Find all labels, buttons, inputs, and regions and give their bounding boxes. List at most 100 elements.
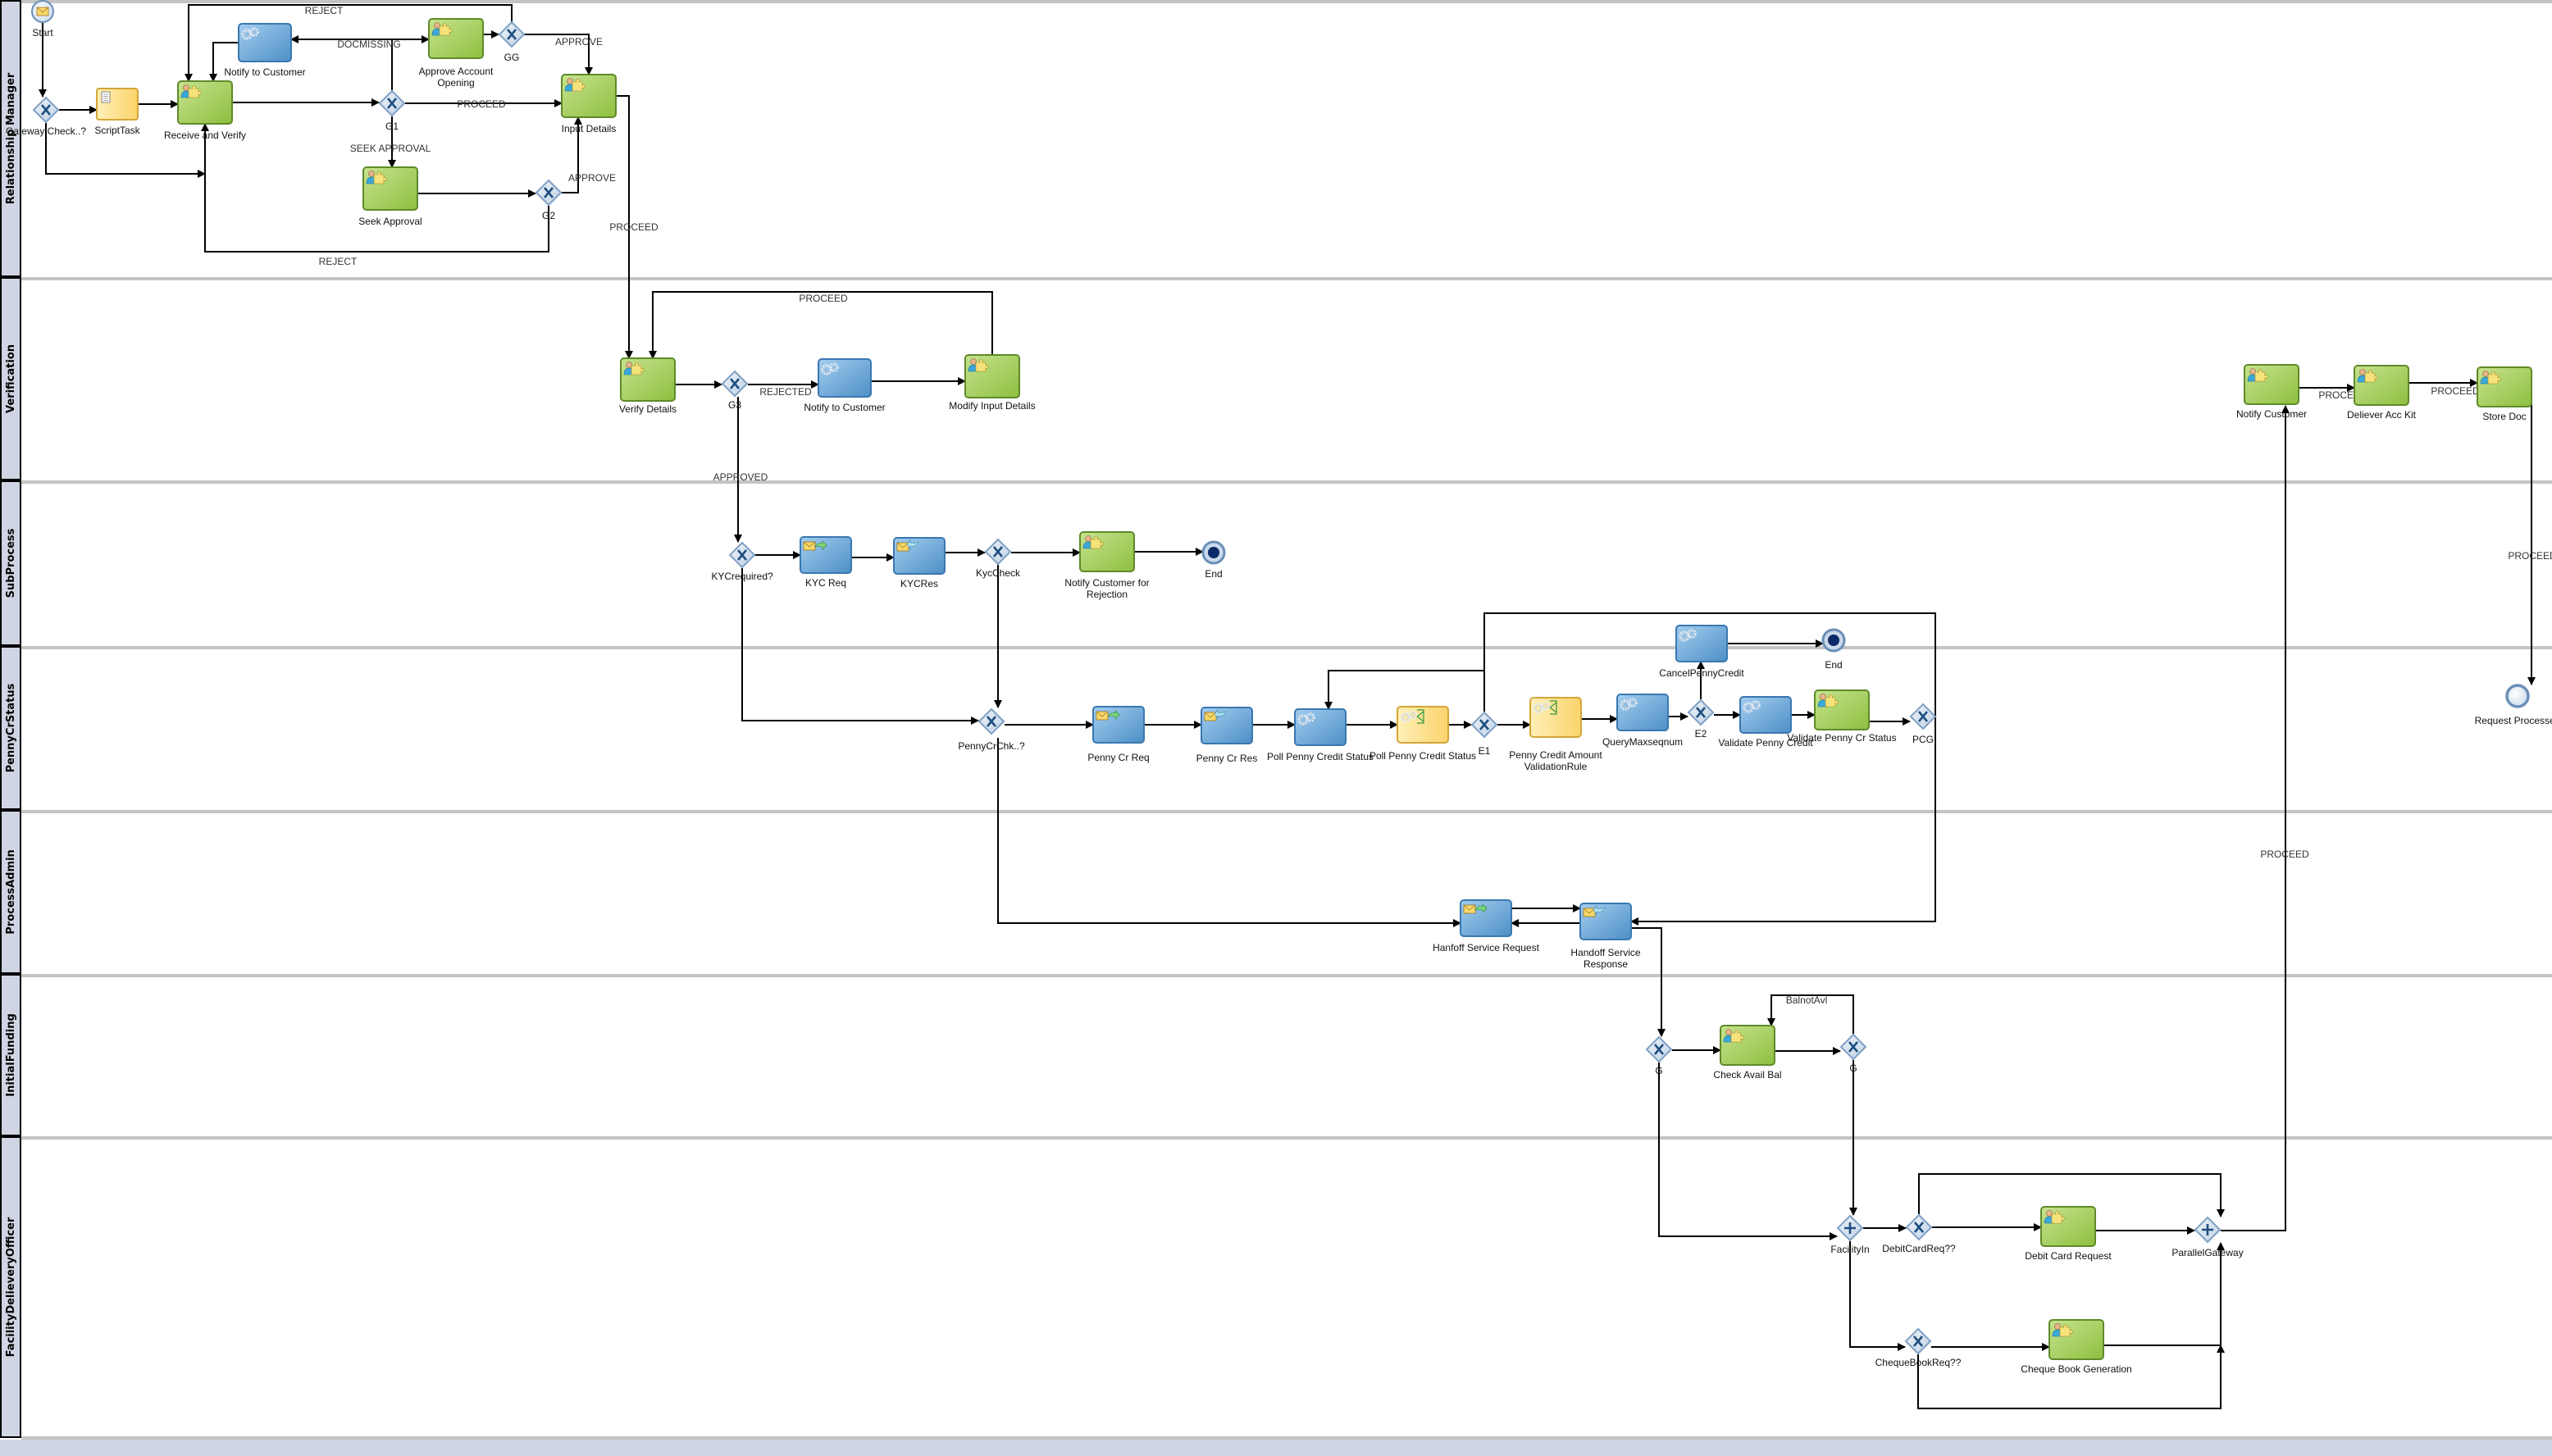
node-g1[interactable]: G1: [378, 89, 406, 132]
node-label: G1: [385, 121, 399, 132]
sequence-flow[interactable]: [997, 738, 1461, 927]
node-parallel[interactable]: ParallelGateway: [2171, 1216, 2244, 1258]
node-request_processed[interactable]: Request Processed: [2475, 684, 2552, 726]
x-icon: [993, 546, 1003, 557]
node-kyccheck[interactable]: KycCheck: [976, 538, 1021, 579]
node-deliver[interactable]: Deliever Acc Kit: [2347, 365, 2417, 421]
node-facilityin[interactable]: FacilityIn: [1830, 1214, 1870, 1255]
flow-label: PROCEED: [457, 98, 506, 110]
sequence-flow[interactable]: [1917, 1345, 2225, 1409]
sequence-flow[interactable]: [1631, 927, 1666, 1037]
user-task-icon: [1817, 694, 1839, 708]
node-pennyreq[interactable]: Penny Cr Req: [1087, 706, 1150, 763]
sequence-flow[interactable]: [741, 568, 979, 725]
lane-header[interactable]: [0, 480, 21, 646]
node-input[interactable]: Input Details: [561, 74, 617, 134]
node-chequereq[interactable]: ChequeBookReq??: [1875, 1327, 1962, 1368]
node-label: Penny Cr Res: [1196, 753, 1258, 764]
sequence-flow[interactable]: [1483, 612, 1936, 926]
node-g_if1[interactable]: G: [1645, 1035, 1673, 1076]
send-message-icon: [1096, 710, 1120, 721]
node-querymax[interactable]: QueryMaxseqnum: [1602, 694, 1683, 748]
node-g3[interactable]: G3: [721, 370, 749, 411]
lane-header[interactable]: [0, 810, 21, 974]
sequence-flow[interactable]: [1658, 1062, 1838, 1240]
sequence-flow[interactable]: [562, 116, 582, 193]
lane-pcs: PennyCrStatus: [0, 646, 2552, 810]
node-check_bal[interactable]: Check Avail Bal: [1713, 1025, 1782, 1081]
lane-header[interactable]: [0, 1136, 21, 1438]
node-notify1[interactable]: Notify to Customer: [224, 23, 306, 78]
sequence-flow[interactable]: [2221, 405, 2290, 1231]
node-modify[interactable]: Modify Input Details: [949, 354, 1036, 412]
node-label: PennyCrChk..?: [958, 740, 1025, 752]
node-verify[interactable]: Verify Details: [619, 357, 677, 415]
node-hanfoff[interactable]: Hanfoff Service Request: [1433, 899, 1540, 953]
node-label: Request Processed: [2475, 715, 2552, 726]
x-icon: [1654, 1044, 1664, 1055]
plus-icon: [1844, 1222, 1856, 1234]
node-validate_status[interactable]: Validate Penny Cr Status: [1787, 689, 1897, 744]
sequence-flow[interactable]: [185, 4, 513, 82]
node-label: Gateway Check..?: [6, 125, 86, 137]
node-store[interactable]: Store Doc: [2477, 366, 2532, 422]
node-script[interactable]: ScriptTask: [94, 88, 141, 136]
node-g2[interactable]: G2: [535, 179, 563, 221]
node-poll1[interactable]: Poll Penny Credit Status: [1267, 708, 1374, 762]
node-chequebook[interactable]: Cheque Book Generation: [2021, 1319, 2132, 1375]
node-debitcard[interactable]: Debit Card Request: [2025, 1206, 2112, 1262]
node-pennychk[interactable]: PennyCrChk..?: [958, 708, 1025, 752]
sequence-flow[interactable]: [1324, 670, 1485, 712]
sequence-flow[interactable]: [1918, 1173, 2225, 1217]
send-message-icon: [803, 540, 827, 551]
node-gg[interactable]: GG: [498, 20, 526, 63]
sequence-flow[interactable]: [1767, 994, 1854, 1034]
lane-header[interactable]: [0, 974, 21, 1136]
node-pcg[interactable]: PCG: [1909, 703, 1937, 745]
node-debitreq[interactable]: DebitCardReq??: [1882, 1213, 1956, 1254]
node-end2[interactable]: End: [1821, 628, 1846, 671]
node-label: PCG: [1912, 734, 1934, 745]
lane-sub: SubProcess: [0, 480, 2552, 646]
node-label: Rejection: [1087, 589, 1128, 600]
node-g_if2[interactable]: G: [1839, 1033, 1867, 1074]
node-cancel[interactable]: CancelPennyCredit: [1659, 625, 1744, 679]
lane-header[interactable]: [0, 0, 21, 277]
sequence-flow[interactable]: [524, 34, 593, 75]
node-label: Poll Penny Credit Status: [1369, 750, 1476, 762]
node-label: G3: [728, 399, 741, 411]
node-notify2[interactable]: Notify to Customer: [804, 358, 886, 413]
sequence-flow[interactable]: [45, 123, 206, 178]
node-validate_pc[interactable]: Validate Penny Credit: [1718, 696, 1813, 748]
node-seek[interactable]: Seek Approval: [358, 166, 422, 227]
node-pennyres[interactable]: Penny Cr Res: [1196, 707, 1258, 764]
node-e2[interactable]: E2: [1687, 698, 1715, 739]
end-event[interactable]: [2505, 684, 2530, 708]
user-task-icon: [180, 84, 202, 98]
sequence-flow[interactable]: [201, 123, 549, 253]
node-kycreq_gw[interactable]: KYCrequired?: [711, 541, 773, 582]
node-receive[interactable]: Receive and Verify: [164, 80, 246, 141]
node-gw_check[interactable]: Gateway Check..?: [6, 96, 86, 137]
node-e1[interactable]: E1: [1470, 711, 1498, 757]
node-label: Response: [1584, 958, 1628, 970]
horizontal-scrollbar[interactable]: [0, 1440, 2552, 1456]
sequence-flow[interactable]: [209, 42, 239, 82]
sequence-flow[interactable]: [616, 95, 633, 359]
sequence-flow[interactable]: [1849, 1241, 1906, 1351]
lane-ver: Verification: [0, 277, 2552, 480]
lane-header[interactable]: [0, 277, 21, 480]
lane-fdo: FacilityDelieveryOfficer: [0, 1136, 2552, 1438]
node-notify_cust[interactable]: Notify Customer: [2236, 364, 2307, 420]
lane-header[interactable]: [0, 646, 21, 810]
node-start[interactable]: Start: [31, 0, 54, 39]
node-kycreq[interactable]: KYC Req: [800, 536, 852, 589]
sequence-flow[interactable]: [649, 291, 993, 359]
node-kycres[interactable]: KYCRes: [893, 537, 946, 589]
node-poll2[interactable]: Poll Penny Credit Status: [1369, 706, 1476, 762]
node-end1[interactable]: End: [1201, 540, 1226, 580]
